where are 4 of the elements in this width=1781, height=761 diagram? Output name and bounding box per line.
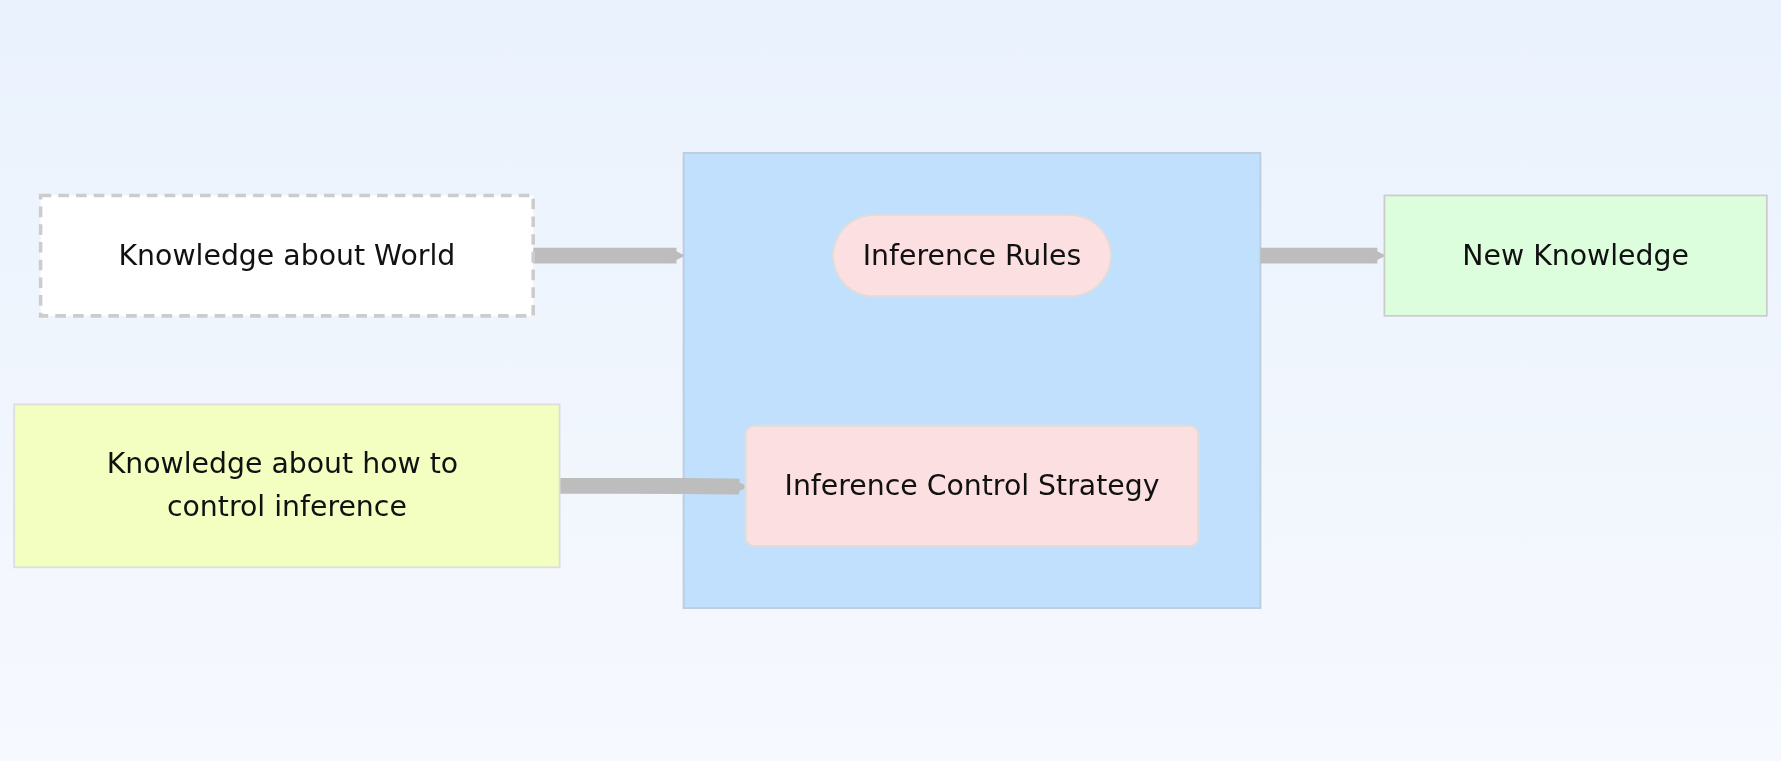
node-box: New Knowledge	[1383, 194, 1768, 317]
node-box: Knowledge about how to control inference	[13, 403, 561, 569]
cluster	[682, 152, 1262, 609]
node-box: Knowledge about World	[38, 193, 535, 318]
